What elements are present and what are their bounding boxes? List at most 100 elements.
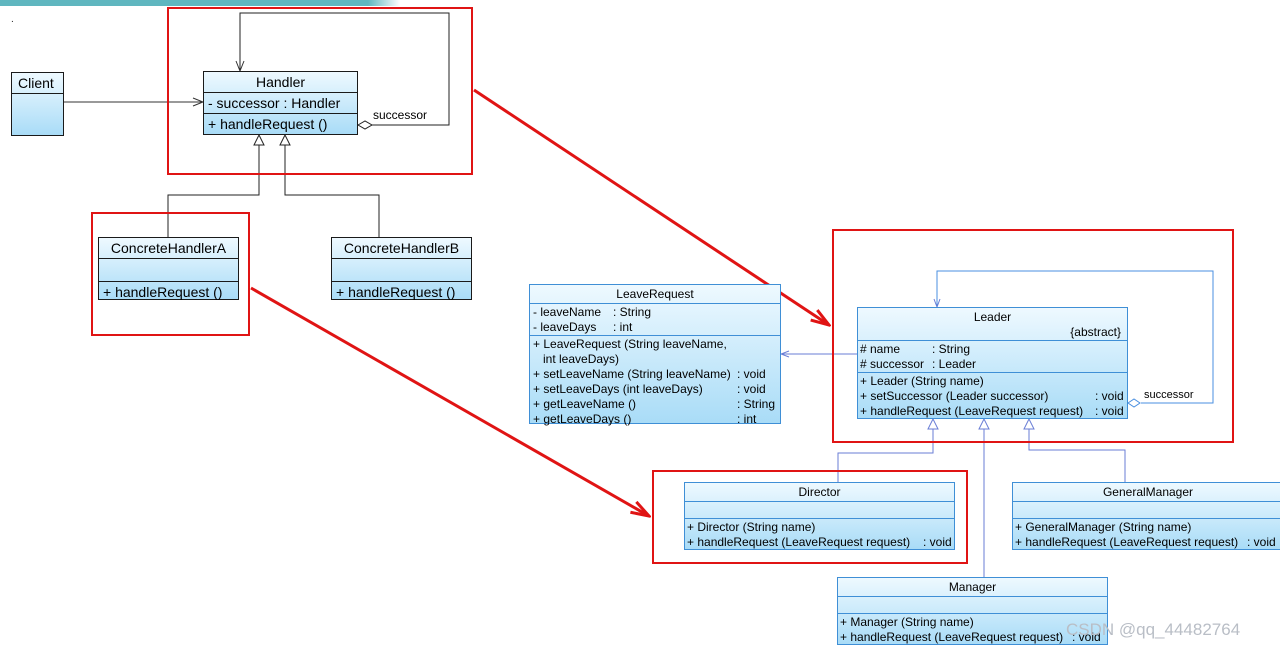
op-return: : void [737,382,766,396]
handler-aggregation-diamond [356,120,374,130]
leave-request-op-row: + getLeaveName (): String [533,397,780,412]
attr-type: : Leader [932,357,977,371]
op-return: : void [1095,389,1124,403]
manager-op-row: + handleRequest (LeaveRequest request) : … [840,630,1107,645]
class-general-manager-attributes [1013,501,1280,518]
generalmanager-generalization [1028,429,1126,482]
attr-type: : int [613,320,633,334]
class-concrete-b-name: ConcreteHandlerB [343,240,460,256]
class-leader-attributes: # name : String # successor: Leader [858,340,1127,372]
op-signature: + GeneralManager (String name) [1015,520,1192,534]
class-concrete-a-name: ConcreteHandlerA [110,240,227,256]
op-return: : void [923,535,952,549]
class-handler-operations: + handleRequest () [204,113,357,134]
class-concrete-a-operations: + handleRequest () [99,281,238,302]
op-signature: int leaveDays) [533,352,620,366]
op-return: : void [1095,404,1124,418]
highlight-handler [167,7,473,175]
op-return: : String [737,397,776,411]
leader-op-row: + setSuccessor (Leader successor): void [860,389,1127,404]
attr-name: - leaveDays [533,320,597,334]
attr-type: : String [613,305,652,319]
class-client[interactable]: Client [11,72,64,136]
class-leave-request-operations: + LeaveRequest (String leaveName, int le… [530,335,780,426]
leader-successor-label: successor [1144,389,1194,401]
class-handler-name: Handler [255,74,306,90]
class-handler-attributes: - successor : Handler [204,92,357,113]
generalmanager-triangle [1023,417,1035,430]
leader-aggregation-diamond [1127,398,1141,408]
manager-triangle [978,417,990,430]
manager-op-row: + Manager (String name) [840,615,1107,630]
leave-request-attr-row: - leaveDays : int [533,320,780,335]
class-leader-stereotype: {abstract} [1070,325,1121,339]
class-client-body [12,93,63,137]
director-op-row: + Director (String name) [687,520,954,535]
class-leave-request-name: LeaveRequest [616,287,694,301]
class-general-manager-operations: + GeneralManager (String name) + handleR… [1013,518,1280,550]
op-signature: + Director (String name) [687,520,816,534]
leader-op-row: + Leader (String name) [860,374,1127,389]
attr-name: # name [860,342,901,356]
watermark: CSDN @qq_44482764 [1066,620,1241,639]
op-signature: + getLeaveDays () [533,412,632,426]
handler-operation: + handleRequest () [208,116,328,132]
concrete-b-operation: + handleRequest () [336,284,456,300]
class-general-manager[interactable]: GeneralManager + GeneralManager (String … [1012,482,1280,550]
class-general-manager-name: GeneralManager [1102,485,1194,499]
leader-attr-row: # name : String [860,342,1127,357]
red-arrow-concrete-to-director [250,286,649,516]
leader-successor-loop [937,270,1214,404]
class-leave-request[interactable]: LeaveRequest - leaveName : String - leave… [529,284,781,426]
top-decor-bar [0,0,400,6]
op-signature: + setLeaveName (String leaveName) [533,367,731,381]
op-signature: + setLeaveDays (int leaveDays) [533,382,703,396]
class-director-name: Director [798,485,841,499]
op-signature: + handleRequest (LeaveRequest request) [1015,535,1239,549]
class-leader[interactable]: Leader {abstract} # name : String # succe… [857,307,1128,419]
leave-request-op-row: + setLeaveDays (int leaveDays) : void [533,382,780,397]
attr-name: - leaveName [533,305,602,319]
attr-type: : String [932,342,971,356]
handler-attribute: - successor : Handler [208,95,341,111]
class-handler[interactable]: Handler - successor : Handler + handleRe… [203,71,358,135]
class-manager-attributes [838,596,1107,613]
concrete-b-generalization [284,145,380,237]
stray-dot: . [11,14,14,25]
class-leader-name: Leader [973,310,1012,324]
class-director-attributes [685,501,954,518]
highlight-director [652,470,968,564]
op-signature: + LeaveRequest (String leaveName, [533,337,727,351]
op-return: : int [737,412,757,426]
leave-request-op-row: + setLeaveName (String leaveName): void [533,367,780,382]
op-signature: + handleRequest (LeaveRequest request) [687,535,911,549]
op-return: : void [1072,630,1101,644]
class-manager-operations: + Manager (String name) + handleRequest … [838,613,1107,645]
class-concrete-handler-b[interactable]: ConcreteHandlerB + handleRequest () [331,237,472,300]
op-signature: + Manager (String name) [840,615,974,629]
concrete-b-triangle [279,133,291,146]
op-signature: + handleRequest (LeaveRequest request) [840,630,1064,644]
general-manager-op-row: + handleRequest (LeaveRequest request): … [1015,535,1280,550]
class-director-operations: + Director (String name) + handleRequest… [685,518,954,550]
class-client-name: Client [18,75,54,91]
class-manager-name: Manager [948,580,997,594]
class-concrete-b-operations: + handleRequest () [332,281,471,302]
class-concrete-a-attributes [99,258,238,281]
leave-request-op-row: int leaveDays) [533,352,780,367]
class-leave-request-attributes: - leaveName : String - leaveDays : int [530,303,780,335]
op-signature: + handleRequest (LeaveRequest request) [860,404,1084,418]
leader-attr-row: # successor: Leader [860,357,1127,372]
leave-request-op-row: + LeaveRequest (String leaveName, [533,337,780,352]
handler-successor-loop [240,12,450,126]
class-concrete-handler-a[interactable]: ConcreteHandlerA + handleRequest () [98,237,239,300]
class-leader-operations: + Leader (String name) + setSuccessor (L… [858,372,1127,418]
concrete-a-generalization [167,145,260,237]
general-manager-op-row: + GeneralManager (String name) [1015,520,1280,535]
leave-request-op-row: + getLeaveDays () : int [533,412,780,427]
class-manager[interactable]: Manager + Manager (String name) + handle… [837,577,1108,645]
highlight-concrete-a [91,212,250,336]
handler-successor-label: successor [373,108,428,122]
class-director[interactable]: Director + Director (String name) + hand… [684,482,955,550]
